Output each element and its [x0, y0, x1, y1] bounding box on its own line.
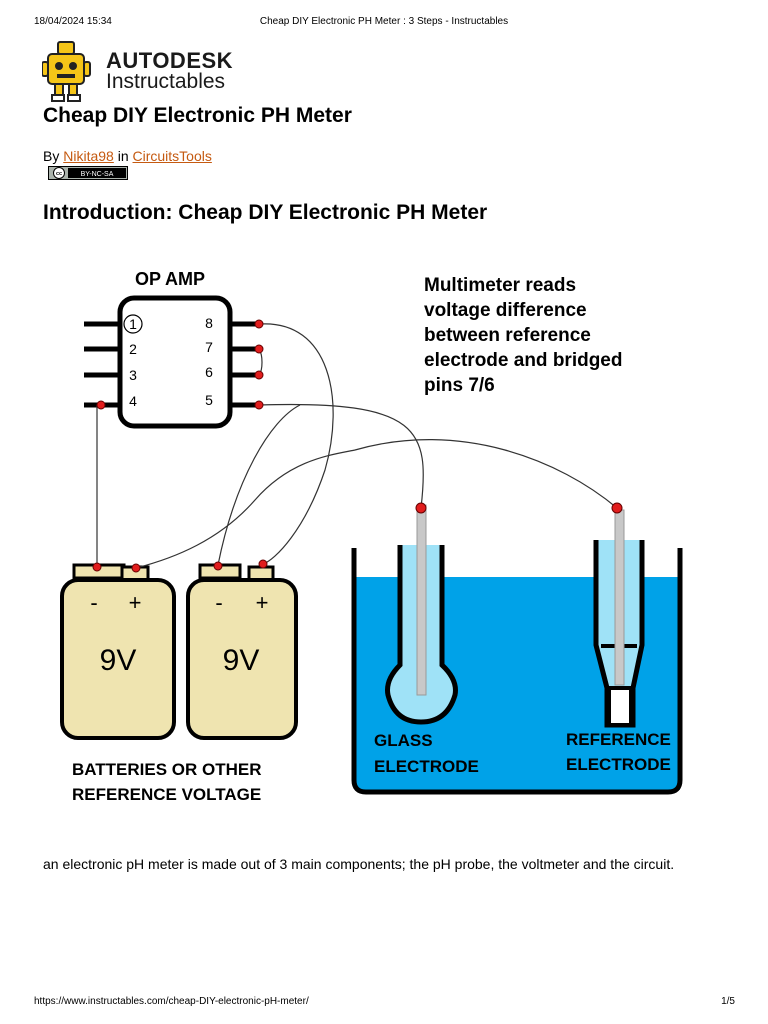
- pin-label-left-4: 4: [129, 393, 137, 409]
- category-link[interactable]: CircuitsTools: [132, 148, 212, 164]
- batteries-caption-1: BATTERIES OR OTHER: [72, 760, 262, 779]
- note-line-3: between reference: [424, 325, 591, 346]
- pin-label-right-6: 6: [205, 364, 213, 380]
- svg-text:cc: cc: [56, 171, 62, 177]
- reference-electrode-label-1: REFERENCE: [566, 730, 671, 749]
- intro-heading: Introduction: Cheap DIY Electronic PH Me…: [43, 201, 488, 224]
- logo-instructables-text: Instructables: [106, 70, 226, 93]
- intro-paragraph: an electronic pH meter is made out of 3 …: [43, 856, 675, 872]
- article-title: Cheap DIY Electronic PH Meter: [43, 104, 352, 127]
- pin1-marker: [123, 314, 143, 334]
- battery-right-voltage: 9V: [223, 644, 260, 677]
- battery-right: [186, 563, 298, 740]
- note-line-2: voltage difference: [424, 300, 587, 321]
- battery-left-plus: +: [129, 590, 142, 615]
- author-link[interactable]: Nikita98: [63, 148, 114, 164]
- reference-electrode-label-2: ELECTRODE: [566, 755, 671, 774]
- batteries-caption-2: REFERENCE VOLTAGE: [72, 785, 261, 804]
- pin-label-left-1: 1: [129, 316, 137, 332]
- glass-electrode-label-2: ELECTRODE: [374, 757, 479, 776]
- note-line-5: pins 7/6: [424, 375, 495, 396]
- glass-electrode-label-1: GLASS: [374, 731, 433, 750]
- instructables-logo[interactable]: AUTODESK Instructables: [41, 40, 252, 104]
- ph-meter-circuit-diagram: OP AMP 1 2 3 4 8 7 6 5 Multimeter read: [60, 269, 683, 804]
- note-line-4: electrode and bridged: [424, 350, 622, 371]
- op-amp-chip: [117, 295, 233, 429]
- battery-right-minus: -: [215, 590, 222, 615]
- wires: [96, 323, 618, 569]
- note-line-1: Multimeter reads: [424, 275, 576, 296]
- op-amp-label: OP AMP: [135, 269, 205, 289]
- pin-label-right-8: 8: [205, 315, 213, 331]
- print-date: 18/04/2024 15:34: [34, 16, 112, 27]
- print-page-title: Cheap DIY Electronic PH Meter : 3 Steps …: [259, 16, 509, 27]
- battery-right-plus: +: [256, 590, 269, 615]
- cc-license-badge[interactable]: cc BY-NC-SA: [48, 166, 128, 180]
- battery-left: [60, 563, 176, 740]
- logo-autodesk-text: AUTODESK: [106, 48, 234, 73]
- byline-by: By: [43, 148, 60, 164]
- beaker: [351, 548, 683, 795]
- battery-left-voltage: 9V: [100, 644, 137, 677]
- robot-mascot-icon: [41, 41, 91, 102]
- byline: By Nikita98 in CircuitsTools: [43, 148, 212, 164]
- battery-left-minus: -: [90, 590, 97, 615]
- byline-in: in: [117, 148, 129, 164]
- print-page-number: 1/5: [721, 996, 735, 1007]
- pin-label-left-3: 3: [129, 367, 137, 383]
- pin-label-left-2: 2: [129, 341, 137, 357]
- pin-label-right-7: 7: [205, 339, 213, 355]
- print-url: https://www.instructables.com/cheap-DIY-…: [34, 996, 309, 1007]
- wire-dots: [92, 319, 623, 573]
- license-text: BY-NC-SA: [81, 171, 114, 178]
- pin-label-right-5: 5: [205, 392, 213, 408]
